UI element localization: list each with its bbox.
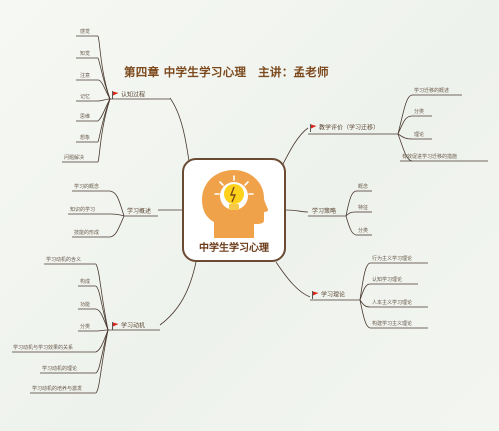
connector-motivation [159,261,197,326]
head-bulb-icon [202,170,268,238]
branch-transfer-label: 教学评价（学习迁移） [319,124,380,132]
theory-item[interactable]: 认知学习理论 [372,277,403,283]
cognition-item[interactable]: 问题解决 [64,155,85,161]
transfer-item[interactable]: 理论 [414,132,425,138]
cognition-item[interactable]: 想象 [80,135,91,141]
motivation-item[interactable]: 构成 [80,279,91,285]
transfer-item[interactable]: 分类 [414,109,425,115]
branch-cognition-label: 认知过程 [121,91,146,99]
connector-transfer [279,127,309,171]
overview-item[interactable]: 学习的概念 [74,184,100,190]
motivation-item[interactable]: 学习动机的含义 [46,257,82,263]
strategy-item[interactable]: 概念 [358,184,369,190]
motivation-item[interactable]: 学习动机的理论 [42,366,78,372]
theory-item[interactable]: 人本主义学习理论 [372,300,413,306]
connector-cognition [169,97,191,169]
cognition-item[interactable]: 思维 [80,114,91,120]
connector-strategy [285,209,309,213]
cognition-item[interactable]: 记忆 [80,94,91,100]
branch-motivation[interactable]: 学习动机 [112,322,145,331]
motivation-item[interactable]: 学习动机与学习效果的关系 [13,345,74,351]
flag-icon [112,91,119,99]
strategy-item[interactable]: 分类 [358,228,369,234]
center-node[interactable]: 中学生学习心理 [182,158,286,262]
branch-theory-label: 学习理论 [321,291,346,299]
cognition-item[interactable]: 注意 [80,73,91,79]
strategy-item[interactable]: 特征 [358,205,369,211]
branch-overview[interactable]: 学习概述 [127,208,152,215]
branch-motivation-label: 学习动机 [121,322,146,330]
branch-transfer[interactable]: 教学评价（学习迁移） [310,124,379,133]
overview-item[interactable]: 技能的形成 [74,230,100,236]
flag-icon [112,322,119,330]
branch-cognition[interactable]: 认知过程 [112,91,145,100]
flag-icon [312,291,319,299]
motivation-item[interactable]: 学习动机的培养与激发 [32,386,83,392]
branch-theory[interactable]: 学习理论 [312,291,345,300]
cognition-item[interactable]: 感觉 [80,29,91,35]
theory-item[interactable]: 构建学习主义理论 [372,321,413,327]
transfer-item[interactable]: 有效促进学习迁移的措施 [402,154,458,160]
connector-theory [275,261,311,298]
motivation-item[interactable]: 功能 [80,302,91,308]
overview-item[interactable]: 知识的学习 [70,207,96,213]
branch-strategy[interactable]: 学习策略 [312,208,337,215]
cognition-item[interactable]: 知觉 [80,51,91,57]
center-label: 中学生学习心理 [199,243,269,254]
page-title: 第四章 中学生学习心理 主讲：孟老师 [124,65,329,79]
transfer-item[interactable]: 学习迁移的概述 [414,88,450,94]
theory-item[interactable]: 行为主义学习理论 [372,256,413,262]
motivation-item[interactable]: 分类 [80,324,91,330]
flag-icon [310,124,317,132]
